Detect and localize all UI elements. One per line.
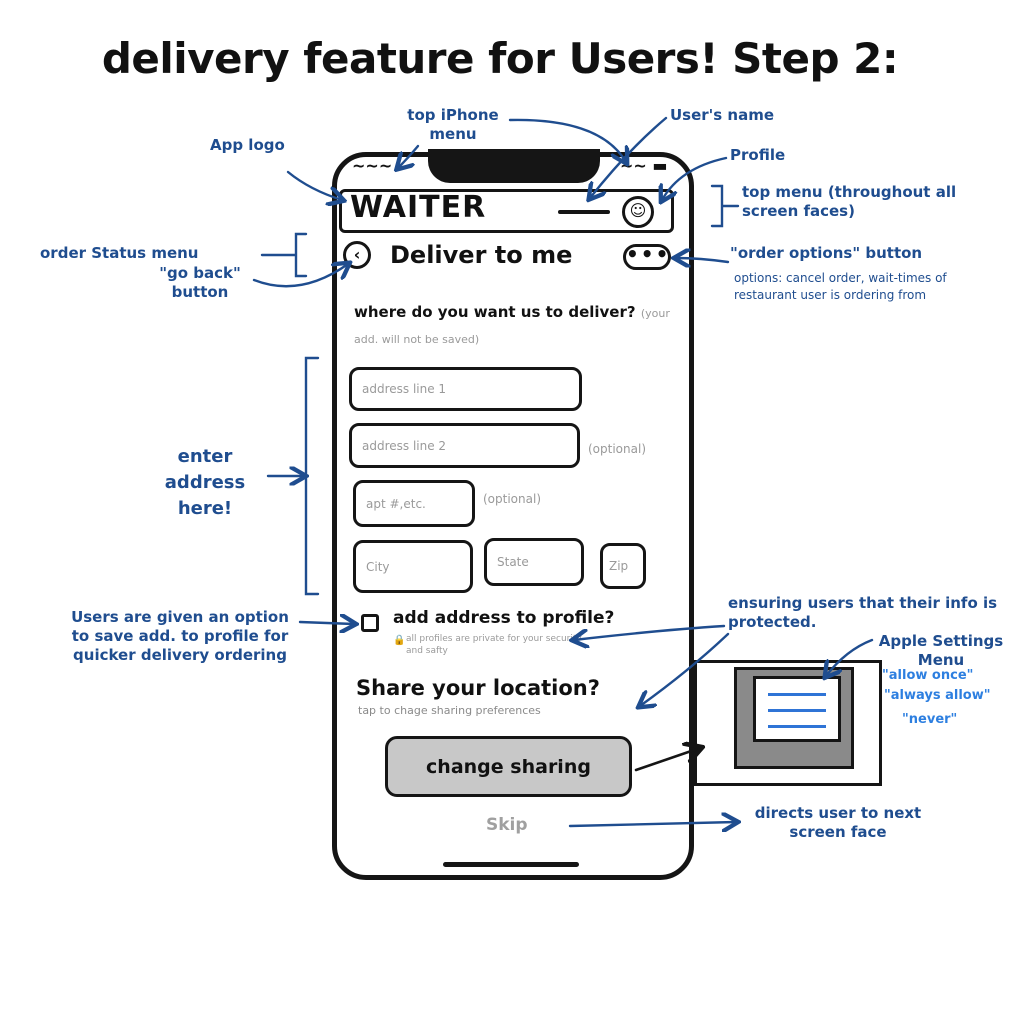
privacy-note: all profiles are private for your securi… xyxy=(406,634,582,656)
annotation-users-name: User's name xyxy=(670,106,775,124)
status-bar-left-icon: ~~~ xyxy=(352,156,393,175)
address-line-2-optional-note: (optional) xyxy=(588,442,646,456)
arrow-status-right xyxy=(508,118,626,162)
address-line-1-placeholder: address line 1 xyxy=(362,382,447,396)
settings-menu-option-line xyxy=(768,709,826,712)
apt-field[interactable]: apt #,etc. xyxy=(353,480,475,527)
annotation-apple-settings: Apple Settings Menu xyxy=(878,632,1004,669)
zip-placeholder: Zip xyxy=(609,559,629,573)
save-address-label: add address to profile? xyxy=(393,608,615,628)
bracket-order-status xyxy=(260,232,308,278)
save-address-checkbox[interactable] xyxy=(361,614,379,632)
page-title: delivery feature for Users! Step 2: xyxy=(101,34,899,83)
address-question-note: (your add. will not be saved) xyxy=(354,307,670,346)
annotation-order-status-menu: order Status menu xyxy=(40,244,199,262)
annotation-never: "never" xyxy=(902,712,958,727)
state-field[interactable]: State xyxy=(484,538,584,586)
lock-icon: 🔒 xyxy=(393,635,406,646)
change-sharing-label: change sharing xyxy=(426,755,591,778)
annotation-profile: Profile xyxy=(730,146,786,164)
order-options-button[interactable]: ••• xyxy=(623,244,671,270)
share-location-title: Share your location? xyxy=(356,676,600,700)
share-location-subtitle: tap to chage sharing preferences xyxy=(358,704,541,717)
apt-placeholder: apt #,etc. xyxy=(366,496,426,511)
apt-optional-note: (optional) xyxy=(483,492,541,506)
home-indicator xyxy=(443,862,579,867)
zip-field[interactable]: Zip xyxy=(600,543,646,589)
address-question: where do you want us to deliver? (your a… xyxy=(354,300,684,352)
annotation-allow-once: "allow once" xyxy=(882,668,974,683)
top-menu-bar xyxy=(339,189,674,233)
user-name-placeholder xyxy=(558,210,610,214)
annotation-ensuring-protected: ensuring users that their info is protec… xyxy=(728,594,998,631)
annotation-always-allow: "always allow" xyxy=(884,688,991,703)
arrow-top-iphone-menu xyxy=(398,144,420,168)
city-placeholder: City xyxy=(366,559,390,574)
annotation-order-options-title: "order options" button xyxy=(730,244,923,262)
app-logo[interactable]: WAITER xyxy=(350,190,487,225)
address-line-2-placeholder: address line 2 xyxy=(362,438,447,453)
profile-icon[interactable]: ☺ xyxy=(622,196,654,228)
arrow-go-back xyxy=(252,264,348,288)
phone-notch xyxy=(428,149,600,183)
address-line-2-field[interactable]: address line 2 xyxy=(349,423,580,468)
annotation-go-back-button: "go back" button xyxy=(159,264,241,301)
arrow-ensuring xyxy=(574,624,726,640)
bracket-top-menu xyxy=(710,184,740,228)
state-placeholder: State xyxy=(497,555,529,569)
change-sharing-button[interactable]: change sharing xyxy=(385,736,632,797)
annotation-directs-next-screen: directs user to next screen face xyxy=(754,804,922,841)
arrow-app-logo xyxy=(286,170,342,200)
arrow-skip xyxy=(568,822,736,826)
arrow-users-name xyxy=(590,116,668,198)
annotation-save-option: Users are given an option to save add. t… xyxy=(71,608,289,664)
settings-menu-popup xyxy=(753,676,841,742)
annotation-order-options-desc: options: cancel order, wait-times of res… xyxy=(734,271,947,302)
city-field[interactable]: City xyxy=(353,540,473,593)
arrow-save-option xyxy=(298,622,354,624)
arrow-order-options xyxy=(676,258,730,262)
bracket-address xyxy=(304,356,320,596)
settings-menu-option-line xyxy=(768,725,826,728)
back-button[interactable]: ‹ xyxy=(343,241,371,269)
annotation-enter-address: enter address here! xyxy=(164,446,246,519)
annotation-app-logo: App logo xyxy=(210,136,285,154)
arrow-change-sharing xyxy=(634,748,700,772)
skip-link[interactable]: Skip xyxy=(486,815,528,835)
screen-title: Deliver to me xyxy=(390,241,573,269)
annotation-top-iphone-menu: top iPhone menu xyxy=(407,106,499,143)
arrow-profile xyxy=(662,156,728,200)
address-question-text: where do you want us to deliver? xyxy=(354,303,636,321)
status-bar-right-icon: ~~ ▬ xyxy=(620,156,668,175)
address-line-1-field[interactable]: address line 1 xyxy=(349,367,582,411)
annotation-top-menu: top menu (throughout all screen faces) xyxy=(742,183,957,220)
arrow-share-location xyxy=(640,632,730,706)
arrow-apple-settings xyxy=(826,638,874,676)
settings-menu-option-line xyxy=(768,693,826,696)
